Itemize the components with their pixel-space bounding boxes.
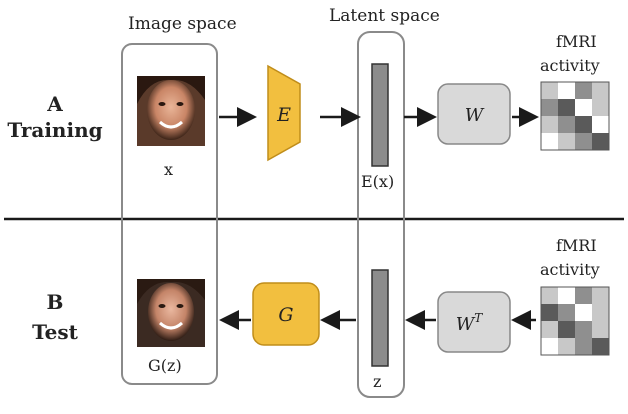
fmri-voxel: [575, 116, 592, 133]
encoder-label: E: [276, 104, 291, 126]
encoder-block: [267, 64, 301, 162]
fmri-voxel: [558, 116, 575, 133]
fmri-grid-training: [540, 81, 610, 151]
latent-space-header: Latent space: [329, 6, 440, 26]
fmri-voxel: [541, 304, 558, 321]
fmri-voxel: [575, 338, 592, 355]
fmri-voxel: [575, 287, 592, 304]
latent-training-caption: E(x): [361, 172, 395, 191]
row-a-name: Training: [7, 118, 103, 142]
fmri-voxel: [541, 287, 558, 304]
fmri-voxel: [575, 321, 592, 338]
weights-transpose-block: [437, 291, 511, 353]
fmri-voxel: [541, 116, 558, 133]
fmri-voxel: [575, 133, 592, 150]
fmri-voxel: [541, 338, 558, 355]
image-space-column: [121, 43, 218, 385]
weights-block: [437, 83, 511, 145]
fmri-voxel: [592, 133, 609, 150]
decoder-block: [252, 282, 320, 346]
fmri-grid-test: [540, 286, 610, 356]
output-caption: G(z): [148, 356, 182, 375]
fmri-voxel: [592, 82, 609, 99]
fmri-voxel: [592, 116, 609, 133]
fmri-voxel: [575, 82, 592, 99]
row-b-letter: B: [46, 290, 64, 314]
fmri-voxel: [558, 304, 575, 321]
weights-transpose-label: WT: [456, 311, 484, 335]
latent-space-column: [357, 31, 405, 398]
fmri-voxel: [575, 99, 592, 116]
fmri-voxel: [558, 82, 575, 99]
fmri-voxel: [558, 99, 575, 116]
fmri-voxel: [541, 82, 558, 99]
fmri-training-caption-line2: activity: [540, 56, 600, 75]
latent-vector-training: [371, 63, 389, 167]
fmri-voxel: [592, 99, 609, 116]
fmri-voxel: [558, 321, 575, 338]
latent-test-caption: z: [373, 372, 382, 391]
fmri-voxel: [592, 287, 609, 304]
fmri-grid-border: [540, 286, 610, 356]
latent-vector-test: [371, 269, 389, 367]
fmri-grid-border: [540, 81, 610, 151]
decoder-label: G: [278, 304, 293, 326]
weights-label: W: [465, 105, 485, 126]
fmri-test-caption-line1: fMRI: [556, 236, 597, 255]
output-face-image: [137, 279, 205, 347]
fmri-voxel: [575, 304, 592, 321]
input-caption: x: [164, 160, 174, 179]
fmri-voxel: [558, 287, 575, 304]
fmri-voxel: [541, 133, 558, 150]
fmri-test-caption-line2: activity: [540, 260, 600, 279]
fmri-voxel: [592, 321, 609, 338]
image-space-header: Image space: [128, 14, 237, 34]
fmri-voxel: [558, 133, 575, 150]
fmri-voxel: [592, 338, 609, 355]
input-face-image: [137, 76, 205, 146]
fmri-voxel: [541, 321, 558, 338]
fmri-voxel: [558, 338, 575, 355]
fmri-voxel: [541, 99, 558, 116]
row-a-letter: A: [47, 92, 63, 116]
fmri-voxel: [592, 304, 609, 321]
fmri-training-caption-line1: fMRI: [556, 32, 597, 51]
row-b-name: Test: [32, 320, 78, 344]
